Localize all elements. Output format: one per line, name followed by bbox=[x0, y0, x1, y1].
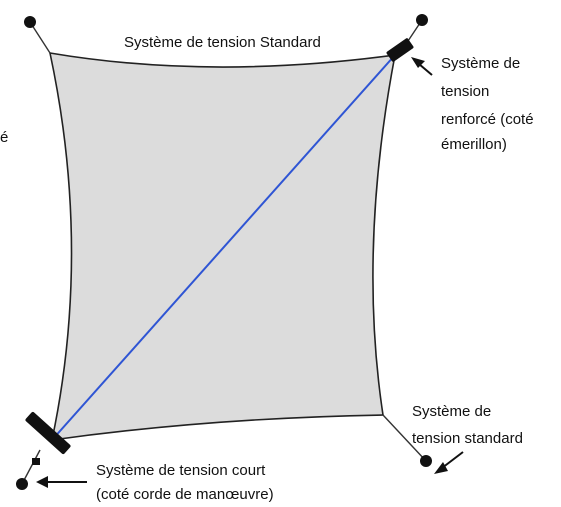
label-top-right-reinforced-tension: Système de tension renforcé (coté émeril… bbox=[441, 55, 538, 153]
arrow-top-right bbox=[411, 57, 433, 76]
short-tension-block bbox=[25, 411, 71, 455]
bottom-right-tension-line bbox=[382, 414, 427, 462]
sail-diagonal-line bbox=[51, 54, 396, 441]
arrow-bottom-left bbox=[36, 476, 87, 488]
bottom-left-anchor-point bbox=[16, 478, 28, 490]
label-bottom-left-short-tension: Système de tension court (coté corde de … bbox=[96, 462, 274, 503]
label-top-left-standard-tension: Système de tension Standard bbox=[124, 34, 321, 51]
bottom-right-anchor-point bbox=[420, 455, 432, 467]
rope-clamp bbox=[32, 458, 40, 465]
label-left-edge-fragment: é bbox=[0, 129, 8, 146]
reinforced-tension-block bbox=[386, 38, 414, 62]
arrow-bottom-right bbox=[434, 451, 464, 474]
top-right-anchor-point bbox=[416, 14, 428, 26]
bottom-left-tension-line bbox=[21, 449, 41, 485]
label-bottom-right-standard-tension: Système de tension standard bbox=[412, 403, 523, 447]
top-left-tension-line bbox=[29, 21, 51, 54]
shade-sail bbox=[48, 52, 396, 441]
top-left-anchor-point bbox=[24, 16, 36, 28]
